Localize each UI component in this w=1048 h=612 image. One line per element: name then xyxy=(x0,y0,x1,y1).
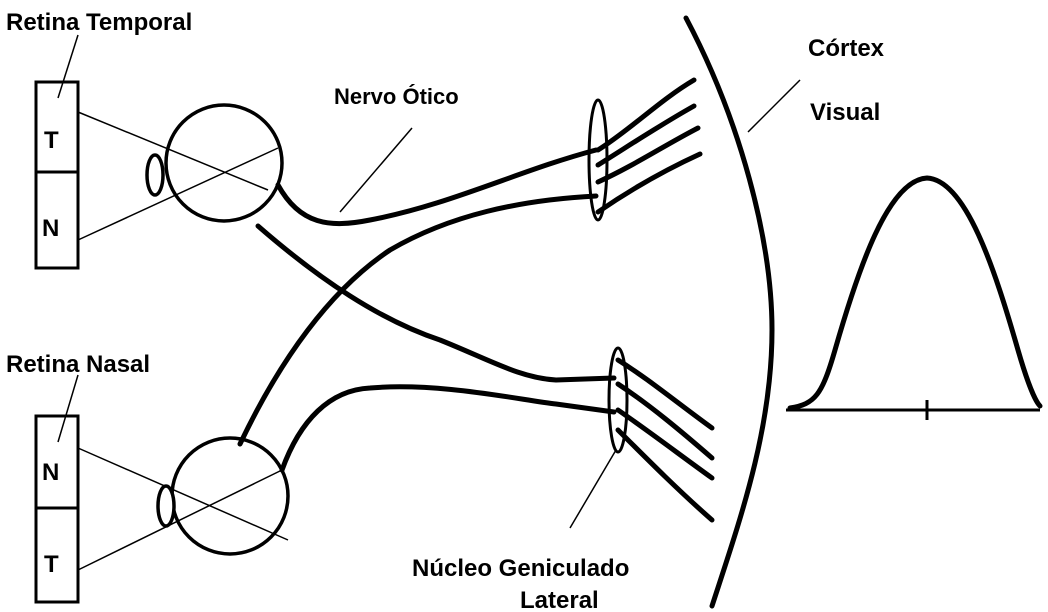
top-eye xyxy=(78,105,282,240)
response-curve xyxy=(790,178,1040,408)
cortex-visual-pointer xyxy=(748,80,800,132)
response-curve-graph xyxy=(786,178,1040,420)
bottom-retina-box: N T xyxy=(36,416,78,602)
nucleo-label-line2: Lateral xyxy=(520,587,599,612)
optic-nerve-fibers xyxy=(240,150,614,470)
top-retina-upper-letter: T xyxy=(44,127,59,154)
retina-nasal-label: Retina Nasal xyxy=(6,351,150,378)
bottom-retina-lower-letter: T xyxy=(44,551,59,578)
top-retina-lower-letter: N xyxy=(42,215,59,242)
top-nasal-crossing-fiber xyxy=(258,226,614,380)
cortex-label-line2: Visual xyxy=(810,99,880,126)
bottom-eye xyxy=(78,438,288,570)
bottom-retina-upper-letter: N xyxy=(42,459,59,486)
nucleo-label-line1: Núcleo Geniculado xyxy=(412,555,629,582)
retina-temporal-label: Retina Temporal xyxy=(6,9,192,36)
nervo-otico-pointer xyxy=(340,128,412,212)
bottom-nasal-crossing-fiber xyxy=(240,196,596,444)
top-temporal-fiber xyxy=(278,150,596,224)
nucleo-pointer xyxy=(570,450,616,528)
visual-cortex-boundary xyxy=(686,18,772,606)
top-retina-box: T N xyxy=(36,82,78,268)
nervo-otico-label: Nervo Ótico xyxy=(334,84,459,109)
top-geniculate-nucleus xyxy=(589,80,700,220)
cortex-label-line1: Córtex xyxy=(808,35,885,62)
bottom-temporal-fiber xyxy=(282,387,614,470)
bottom-geniculate-nucleus xyxy=(609,348,712,520)
